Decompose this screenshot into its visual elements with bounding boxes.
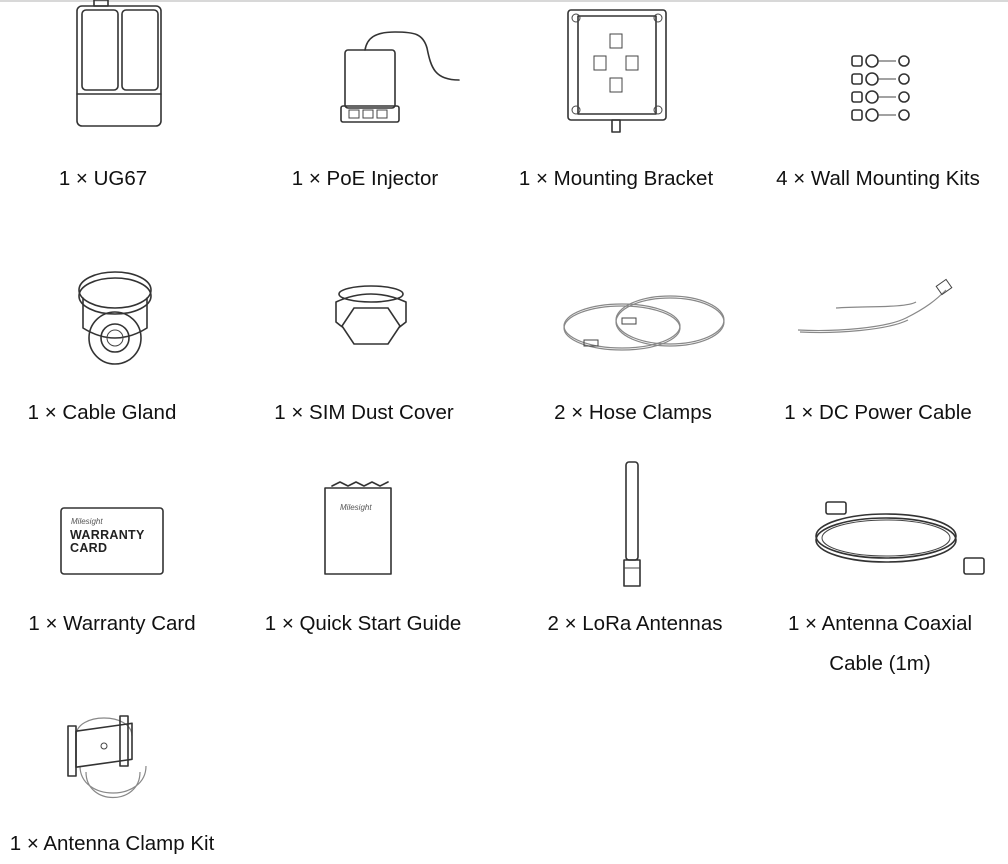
item-label: 2 × Hose Clamps: [554, 401, 712, 424]
item-label: 2 × LoRa Antennas: [547, 612, 723, 635]
label-line-1: 1 × Antenna Coaxial: [787, 612, 973, 635]
coaxial-cable-icon: [815, 501, 985, 575]
label-line-2: Cable (1m): [829, 652, 931, 675]
top-divider: [0, 0, 1008, 2]
item-label: 1 × Quick Start Guide: [264, 612, 462, 635]
item-label: 1 × Warranty Card: [28, 612, 196, 635]
item-label: 1 × Cable Gland: [27, 401, 177, 424]
item-label: 1 × Antenna Coaxial Cable (1m): [788, 604, 972, 684]
antenna-clamp-kit-icon: [67, 715, 147, 799]
lora-antenna-icon: [623, 461, 641, 587]
item-label: 4 × Wall Mounting Kits: [776, 167, 980, 190]
quick-start-guide-icon: Milesight: [324, 481, 392, 575]
card-title-line2: CARD: [70, 541, 107, 555]
item-label: 1 × UG67: [58, 167, 148, 190]
warranty-card-icon: Milesight WARRANTY CARD: [60, 507, 164, 575]
poe-injector-icon: [340, 31, 460, 123]
card-title-line1: WARRANTY: [70, 528, 145, 542]
sim-dust-cover-icon: [335, 285, 407, 345]
cable-gland-icon: [78, 271, 152, 365]
item-label: 1 × DC Power Cable: [784, 401, 972, 424]
dc-power-cable-icon: [797, 278, 953, 334]
card-brand: Milesight: [71, 517, 103, 526]
item-label: 1 × Antenna Clamp Kit: [9, 832, 215, 855]
item-label: 1 × PoE Injector: [291, 167, 439, 190]
hose-clamps-icon: [563, 295, 725, 351]
item-label: 1 × SIM Dust Cover: [274, 401, 454, 424]
guide-brand: Milesight: [340, 503, 372, 512]
ug67-gateway-icon: [76, 0, 162, 127]
mounting-bracket-icon: [567, 9, 667, 133]
item-label: 1 × Mounting Bracket: [518, 167, 714, 190]
wall-mounting-kits-icon: [851, 54, 910, 122]
